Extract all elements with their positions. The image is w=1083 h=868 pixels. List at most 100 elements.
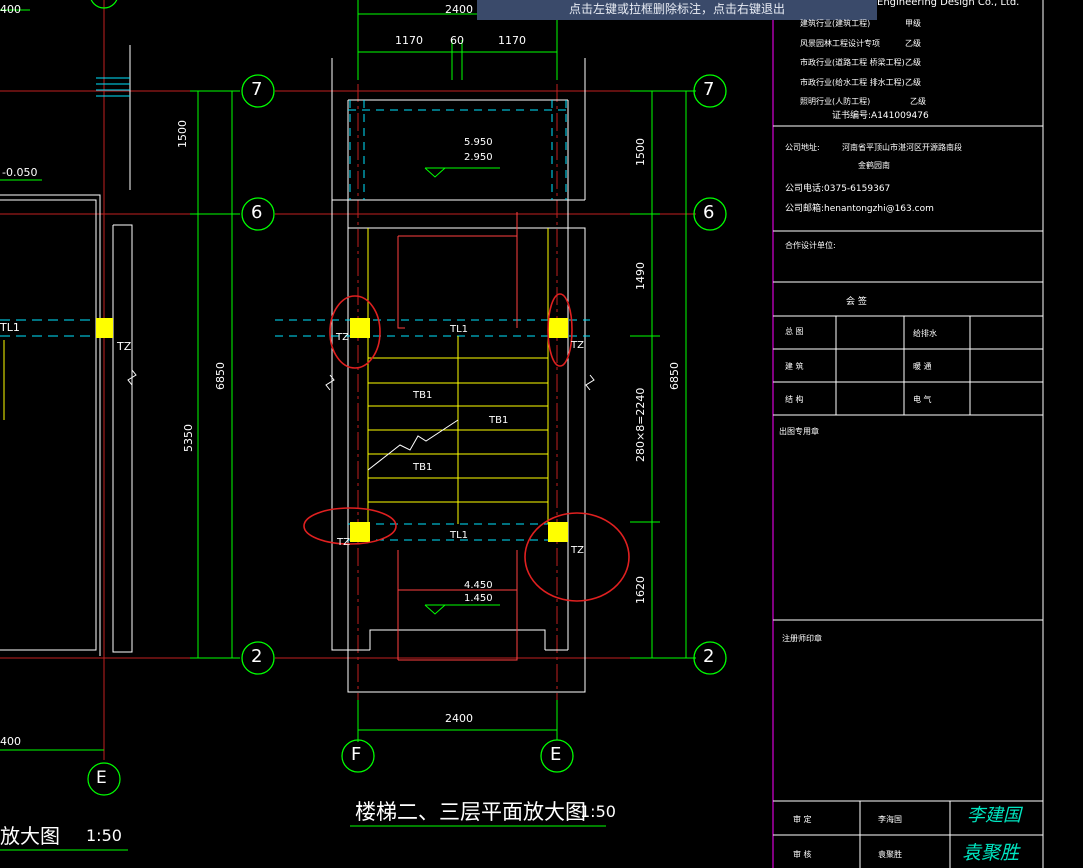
phone: 公司电话:0375-6159367 bbox=[785, 184, 891, 194]
qualification-row: 风景园林工程设计专项 乙级 bbox=[800, 34, 1040, 54]
qualification-label: 市政行业(给水工程 排水工程) bbox=[800, 77, 905, 87]
landing-beam-6 bbox=[347, 199, 569, 229]
qualification-row: 市政行业(给水工程 排水工程)乙级 bbox=[800, 73, 1040, 93]
axis-bubble-e-left bbox=[87, 762, 121, 796]
left-beam-label: TL1 bbox=[0, 321, 20, 334]
markup-circle[interactable] bbox=[524, 512, 630, 602]
axis-bubble-7-left bbox=[241, 74, 275, 108]
qualification-grade: 乙级 bbox=[910, 97, 926, 106]
axis-label-2-left: 2 bbox=[251, 646, 263, 667]
axis-label-6-right: 6 bbox=[703, 202, 715, 223]
axis-bubble-e bbox=[540, 739, 574, 773]
left-wall-outer bbox=[0, 194, 101, 656]
dim-right-d3: 280×8=2240 bbox=[634, 387, 647, 462]
dim-left-lower: 5350 bbox=[182, 424, 195, 452]
qualification-grade: 乙级 bbox=[905, 77, 921, 87]
cooperation-label: 合作设计单位: bbox=[785, 241, 836, 250]
address-value-2: 金鹤园南 bbox=[858, 161, 890, 170]
column-tz bbox=[548, 522, 568, 542]
approval-signature: 袁聚胜 bbox=[962, 842, 1020, 864]
axis-label-e: E bbox=[550, 744, 562, 765]
walk-arrows bbox=[397, 212, 518, 661]
markup-circle[interactable] bbox=[329, 295, 381, 369]
left-axis-e-label: E bbox=[96, 768, 107, 788]
left-column-tz bbox=[96, 318, 113, 338]
markup-circle[interactable] bbox=[303, 507, 397, 545]
dim-left-upper: 1500 bbox=[176, 120, 189, 148]
sign-label: 暖 通 bbox=[913, 362, 932, 371]
walk-arrow bbox=[397, 236, 405, 329]
qualification-label: 市政行业(道路工程 桥梁工程) bbox=[800, 58, 905, 67]
main-plan bbox=[190, 0, 727, 827]
left-plan-title: 放大图 bbox=[0, 824, 60, 848]
stamp-area-label: 出图专用章 bbox=[779, 427, 819, 436]
sign-label: 总 图 bbox=[785, 327, 804, 336]
bottom-landing-wall bbox=[369, 629, 546, 650]
left-column-label: TZ bbox=[117, 340, 132, 353]
break-mark bbox=[585, 374, 595, 391]
walk-arrow bbox=[398, 550, 518, 661]
axis-bubble-2-right bbox=[693, 641, 727, 675]
company-name-en: Engineering Design Co., Ltd. bbox=[877, 0, 1020, 8]
axis-bubbles bbox=[241, 74, 727, 773]
left-dim-bottom: 400 bbox=[0, 735, 21, 748]
column-label: TZ bbox=[571, 545, 584, 556]
approval-name: 李海国 bbox=[878, 815, 902, 824]
dim-right-total: 6850 bbox=[668, 362, 681, 390]
approval-role: 审 核 bbox=[793, 850, 812, 859]
axis-bubble-f bbox=[341, 739, 375, 773]
slab-label: TB1 bbox=[413, 462, 433, 473]
axis-bubble-6-left bbox=[241, 197, 275, 231]
level-upper-2: 2.950 bbox=[464, 152, 493, 163]
break-mark bbox=[325, 374, 335, 391]
right-dimensions bbox=[630, 90, 696, 659]
qualification-label: 风景园林工程设计专项 bbox=[800, 38, 880, 48]
qualification-label: 建筑行业(建筑工程) bbox=[800, 19, 871, 28]
dim-top-mid: 60 bbox=[450, 34, 464, 47]
markup-circles[interactable] bbox=[303, 293, 630, 602]
axis-bubble-7-right bbox=[693, 74, 727, 108]
column-tz bbox=[350, 522, 370, 542]
dim-right-d4: 1620 bbox=[634, 576, 647, 604]
approval-signature: 李建国 bbox=[967, 805, 1021, 826]
address-label: 公司地址: bbox=[785, 143, 820, 152]
sign-label: 建 筑 bbox=[785, 362, 804, 371]
beam-label-upper: TL1 bbox=[450, 324, 469, 335]
axis-label-6-left: 6 bbox=[251, 202, 263, 223]
left-wall-inner bbox=[0, 199, 97, 651]
dim-right-d2: 1490 bbox=[634, 262, 647, 290]
dim-top-right: 1170 bbox=[498, 34, 526, 47]
axis-bubble-2-left bbox=[241, 641, 275, 675]
level-lower-2: 1.450 bbox=[464, 593, 493, 604]
column-tz bbox=[548, 318, 568, 338]
qualification-list: 建筑行业(建筑工程)甲级 风景园林工程设计专项乙级 市政行业(道路工程 桥梁工程… bbox=[800, 14, 1040, 112]
column-tz bbox=[350, 318, 370, 338]
address-value: 河南省平顶山市湛河区开源路南段 bbox=[842, 143, 962, 152]
approval-name: 袁聚胜 bbox=[878, 850, 902, 859]
qualification-row: 市政行业(道路工程 桥梁工程)乙级 bbox=[800, 53, 1040, 73]
left-level: -0.050 bbox=[2, 166, 38, 179]
stair-outer-wall bbox=[331, 58, 586, 693]
dim-left-total: 6850 bbox=[214, 362, 227, 390]
qualification-row: 照明行业(人防工程)乙级 bbox=[800, 92, 1040, 112]
status-tip-text: 点击左键或拉框删除标注，点击右键退出 bbox=[568, 2, 785, 16]
sign-label: 给排水 bbox=[913, 329, 937, 338]
title-block-grid bbox=[773, 0, 1044, 868]
axis-label-f: F bbox=[351, 744, 362, 765]
dim-right-d1: 1500 bbox=[634, 138, 647, 166]
dim-top-left: 1170 bbox=[395, 34, 423, 47]
registered-seal-label: 注册师印章 bbox=[782, 634, 822, 643]
left-break-mark bbox=[127, 369, 137, 386]
dim-bottom-total: 2400 bbox=[445, 712, 473, 725]
level-upper-1: 5.950 bbox=[464, 137, 493, 148]
stair-break-line bbox=[367, 419, 459, 471]
stair-treads bbox=[367, 228, 549, 524]
qualification-grade: 乙级 bbox=[905, 38, 921, 48]
column-label: TZ bbox=[336, 332, 349, 343]
qualification-grade: 甲级 bbox=[905, 19, 921, 28]
markup-circle[interactable] bbox=[547, 293, 573, 367]
sign-label: 电 气 bbox=[913, 395, 932, 404]
level-lower-1: 4.450 bbox=[464, 580, 493, 591]
